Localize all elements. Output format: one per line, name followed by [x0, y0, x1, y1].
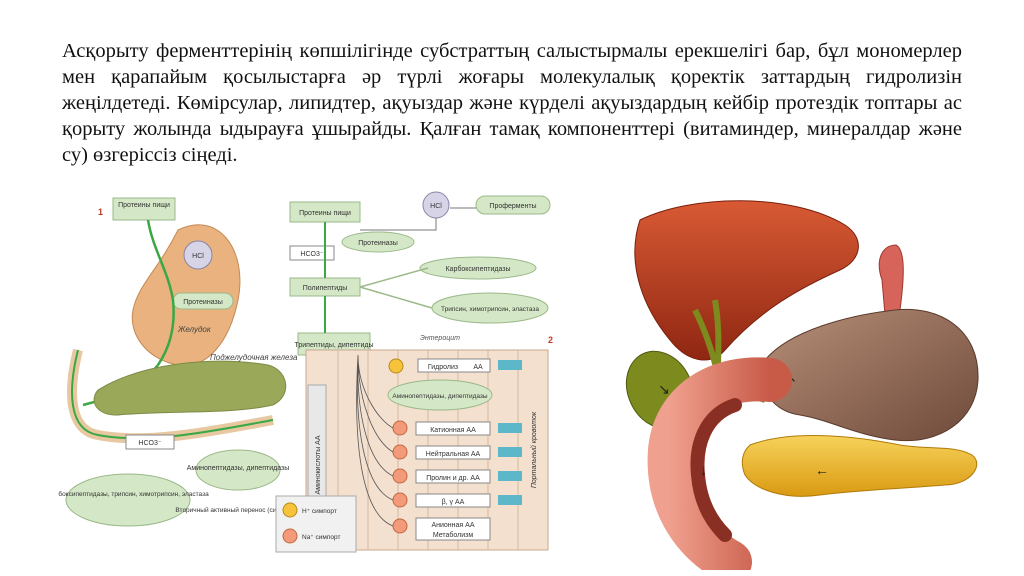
stomach-aminopeptidases-label: Аминопептидазы, дипептидазы: [187, 465, 290, 472]
stomach-aminopeptidases-oval: [195, 449, 281, 491]
stomach-pancreatic-enzymes-label: Карбоксипептидазы, трипсин, химотрипсин,…: [58, 490, 209, 498]
panel-2-number: 2: [548, 335, 553, 345]
stomach-hcl-label: HCl: [192, 253, 204, 260]
transporter-label-1: Нейтральная АА: [426, 450, 481, 458]
transporter-label-2: Пролин и др. АА: [426, 475, 480, 482]
flow-enterocyte-label: Энтероцит: [420, 335, 460, 342]
stomach-hco3-box: [125, 434, 175, 450]
aminoacids-side-label: Аминокислоты АА: [315, 435, 322, 494]
flow-polypeptides-label: Полипептиды: [303, 285, 347, 292]
transporter-label-3: β, γ АА: [442, 499, 465, 506]
pancreas-organ-shape: [741, 435, 978, 497]
legend-title: Вторичный активный перенос (симпорт): [175, 506, 296, 514]
liver-shape: [634, 200, 859, 361]
enterocyte-aminopeptidases-oval: [387, 379, 493, 411]
flow-trypsin-label: Трипсин, химотрипсин, эластаза: [441, 306, 539, 313]
flow-hcl-label: HCl: [430, 203, 442, 210]
flow-carboxypeptidases-oval: [419, 256, 537, 280]
flow-enzyme-connectors: [359, 267, 433, 309]
transporter-row-0: Катионная АА: [392, 420, 522, 436]
stomach-label: Желудок: [177, 325, 212, 334]
intestine-arrow-icon: ↓: [700, 462, 707, 478]
stomach-hcl-circle: [183, 240, 213, 270]
hydrolysis-label: Гидролиз: [428, 364, 458, 371]
pancreas-shape: [93, 360, 287, 416]
legend-h-icon: [282, 502, 298, 518]
hydrolysis-aa-label: АА: [473, 364, 483, 371]
hydrolysis-transporter-icon: [388, 358, 404, 374]
transporter-row-4: Анионная АА Метаболизм: [392, 517, 491, 541]
protein-digestion-svg: 1 Протеины пищи HCl Протеиназы Желудок П…: [47, 191, 553, 553]
transporter-row-2: Пролин и др. АА: [392, 468, 522, 484]
flow-proteinases-label: Протеиназы: [358, 240, 398, 247]
flow-proenzymes-label: Проферменты: [489, 203, 536, 210]
esophagus-shape: [878, 244, 904, 316]
flow-proteinases-oval: [341, 231, 415, 253]
stomach-protein-food-label: Протеины пищи: [118, 202, 170, 209]
digestive-organs-illustration: ↘ ↖ ← ↓: [600, 190, 1000, 576]
transporter-row-3: β, γ АА: [392, 492, 522, 508]
transporter-row-1: Нейтральная АА: [392, 444, 522, 460]
intestine-lumen: [690, 398, 742, 542]
enterocyte-uptake-arrows: [356, 354, 394, 527]
flow-proenzymes-box: [475, 195, 551, 215]
legend-na-label: Na⁺ симпорт: [302, 534, 341, 541]
hydrolysis-box: [417, 358, 491, 373]
stomach-protein-food-box: [112, 197, 176, 221]
stomach-pancreatic-enzymes-oval: [65, 473, 191, 527]
hydrolysis-channel-icon: [498, 360, 522, 370]
flow-hco3-box: [289, 245, 335, 261]
panel-1-number: 1: [98, 207, 103, 217]
digestive-organs-svg: ↘ ↖ ← ↓: [625, 200, 979, 576]
stomach-organ-shape: [761, 308, 979, 442]
metabolism-label: Метаболизм: [433, 531, 474, 539]
intestine-organ-shape: [647, 357, 792, 576]
transporter-label-0: Катионная АА: [430, 427, 476, 434]
pancreas-arrow-icon: ←: [815, 462, 829, 478]
intestine-flow-line: [71, 349, 274, 440]
flow-carboxypeptidases-label: Карбоксипептидазы: [445, 265, 510, 273]
pancreas-label-line1: Поджелудочная железа: [210, 353, 298, 362]
flow-hco3-label: HCO3⁻: [300, 251, 323, 258]
transporter-label-4: Анионная АА: [431, 522, 474, 529]
body-paragraph: Асқорыту ферменттерінің көпшілігінде суб…: [62, 40, 962, 166]
legend-h-label: H⁺ симпорт: [302, 508, 337, 515]
portal-vein-label: Портальный кровоток: [530, 411, 538, 488]
flow-hcl-connectors: [360, 207, 476, 231]
enterocyte-aminopeptidases-label: Аминопептидазы, дипептидазы: [392, 393, 488, 400]
protein-digestion-diagram: 1 Протеины пищи HCl Протеиназы Желудок П…: [47, 190, 558, 560]
stomach-proteases-label: Протеиназы: [183, 299, 223, 306]
flow-tripeptides-label: Трипептиды, дипептиды: [295, 342, 374, 349]
gallbladder-arrow-icon: ↘: [658, 381, 670, 397]
flow-protein-food-label: Протеины пищи: [299, 210, 351, 217]
legend-na-icon: [282, 528, 298, 544]
stomach-hco3-label: HCO3⁻: [138, 440, 161, 447]
